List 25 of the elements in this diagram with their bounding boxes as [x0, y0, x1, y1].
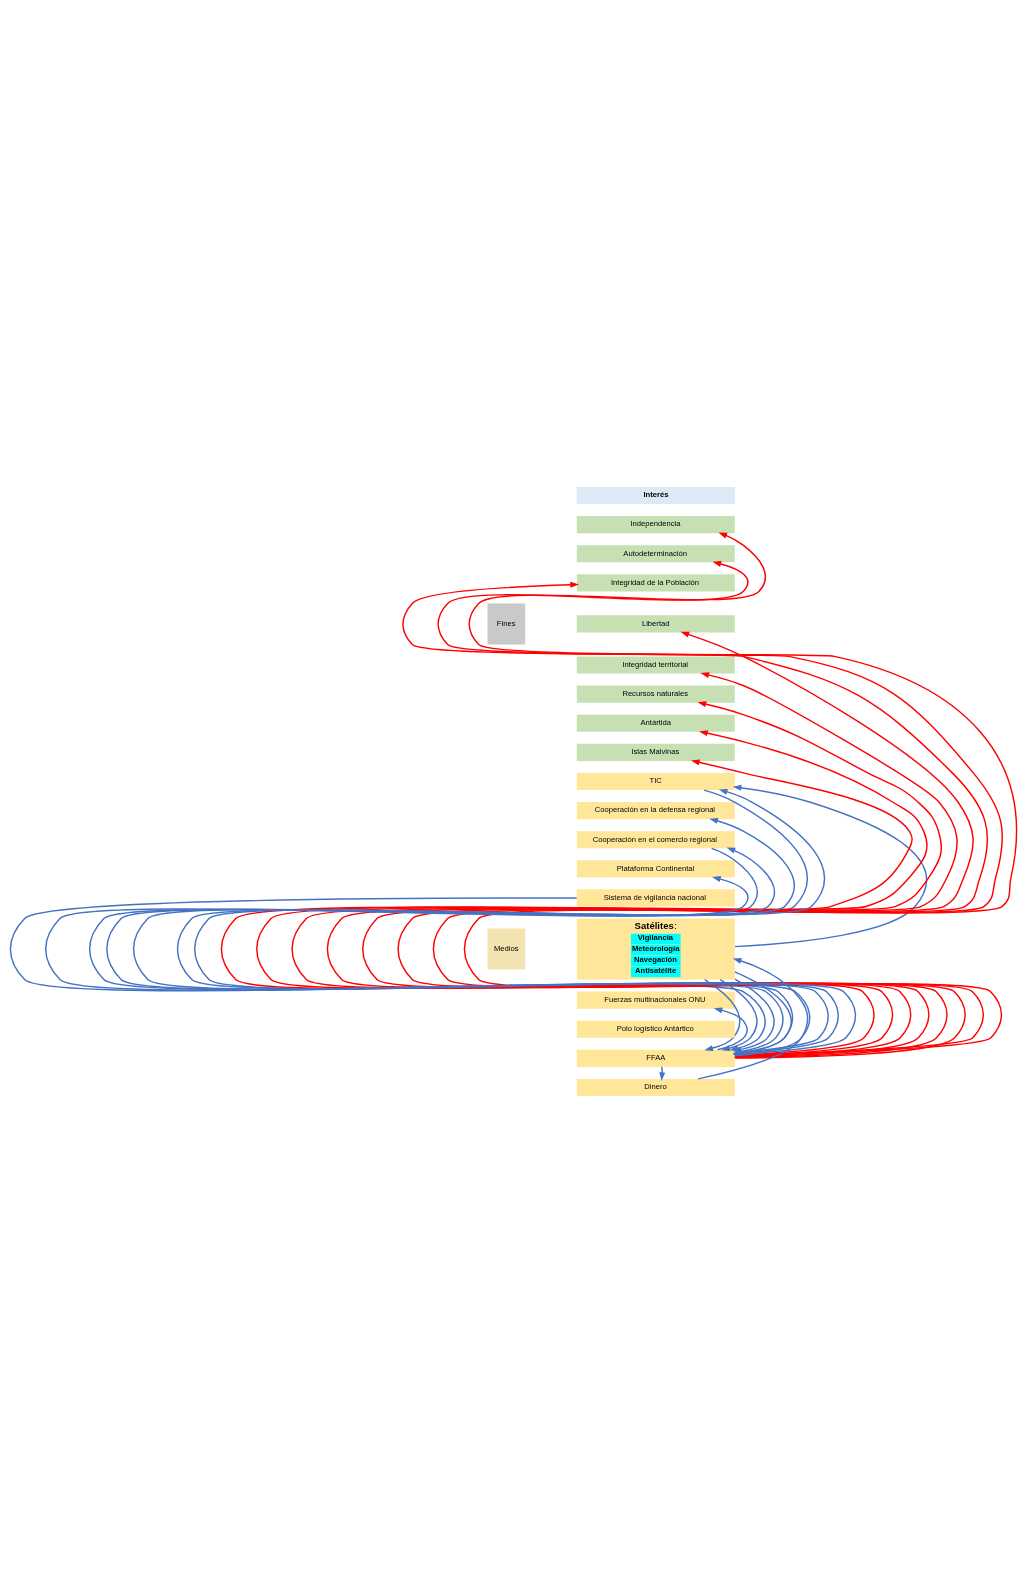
- node-box: Independencia: [576, 515, 735, 533]
- arrow: [697, 957, 809, 1080]
- arrow: [362, 631, 974, 1058]
- node-box: Fines: [487, 602, 526, 644]
- node-box: Libertad: [576, 614, 735, 632]
- node-box: Sistema de vigilancia nacional: [576, 888, 735, 907]
- node-box: Interés: [576, 486, 735, 504]
- node-box: FFAA: [576, 1049, 735, 1067]
- node-box: Fuerzas multinacionales ONU: [576, 991, 735, 1009]
- node-box: Cooperación en el comercio regional: [576, 830, 735, 848]
- arrow: [732, 784, 928, 947]
- node-box: Dinero: [576, 1078, 735, 1096]
- arrow: [220, 758, 913, 1056]
- node-box: Plataforma Continental: [576, 859, 735, 877]
- node-box: Autodeterminación: [576, 544, 735, 562]
- node-box: TIC: [576, 772, 735, 790]
- node-box: Medios: [487, 928, 526, 970]
- node-box: Antártida: [576, 714, 735, 732]
- node-box: Polo logístico Antártico: [576, 1020, 735, 1038]
- node-box: Cooperación en la defensa regional: [576, 801, 735, 819]
- node-box: Integridad territorial: [576, 655, 735, 674]
- node-box: Recursos naturales: [576, 685, 735, 703]
- node-box: Integridad de la Población: [576, 573, 735, 591]
- node-box: Islas Malvinas: [576, 743, 735, 761]
- arrow: [659, 1065, 666, 1081]
